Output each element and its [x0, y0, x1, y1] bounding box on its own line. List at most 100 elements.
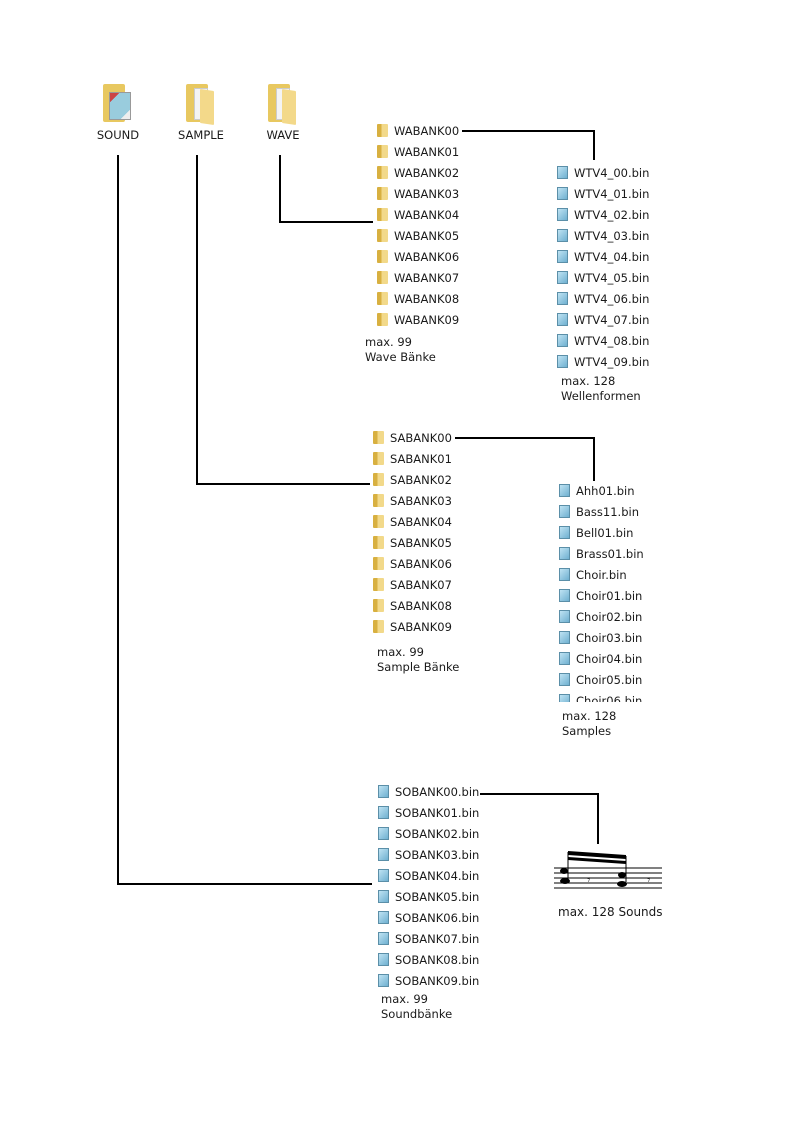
file-icon	[557, 250, 568, 263]
folder-icon	[373, 536, 384, 549]
item-label: SABANK08	[390, 599, 452, 613]
sound-bank-file[interactable]: SOBANK05.bin	[378, 888, 479, 906]
sample-bank-folder[interactable]: SABANK02	[373, 471, 452, 489]
wave-file[interactable]: WTV4_07.bin	[557, 311, 649, 329]
sample-file[interactable]: Choir06.bin	[559, 692, 642, 702]
sample-file[interactable]: Bell01.bin	[559, 524, 633, 542]
item-label: SOBANK08.bin	[395, 953, 480, 967]
sound-bank-file[interactable]: SOBANK00.bin	[378, 783, 479, 801]
wave-bank-folder[interactable]: WABANK01	[377, 143, 459, 161]
sound-bank-file[interactable]: SOBANK09.bin	[378, 972, 479, 990]
file-icon	[557, 208, 568, 221]
folder-icon	[377, 166, 388, 179]
sound-bank-file[interactable]: SOBANK08.bin	[378, 951, 479, 969]
wave-file[interactable]: WTV4_02.bin	[557, 206, 649, 224]
connector-line	[597, 793, 599, 844]
wave-file[interactable]: WTV4_05.bin	[557, 269, 649, 287]
wave-bank-folder[interactable]: WABANK05	[377, 227, 459, 245]
item-label: SOBANK02.bin	[395, 827, 480, 841]
wave-bank-folder[interactable]: WABANK04	[377, 206, 459, 224]
wave-file[interactable]: WTV4_03.bin	[557, 227, 649, 245]
sample-file[interactable]: Bass11.bin	[559, 503, 639, 521]
sample-file[interactable]: Brass01.bin	[559, 545, 644, 563]
connector-line	[117, 155, 119, 885]
sample-file[interactable]: Choir03.bin	[559, 629, 642, 647]
file-icon	[378, 827, 389, 840]
sample-bank-folder[interactable]: SABANK07	[373, 576, 452, 594]
sample-bank-folder[interactable]: SABANK08	[373, 597, 452, 615]
folder-icon	[377, 313, 388, 326]
wave-file[interactable]: WTV4_00.bin	[557, 164, 649, 182]
file-icon	[557, 334, 568, 347]
item-label: SABANK06	[390, 557, 452, 571]
wave-file[interactable]: WTV4_01.bin	[557, 185, 649, 203]
folder-icon	[377, 292, 388, 305]
wave-file[interactable]: WTV4_06.bin	[557, 290, 649, 308]
note-line: Sample Bänke	[377, 660, 460, 674]
item-label: Choir.bin	[576, 568, 627, 582]
file-icon	[559, 652, 570, 665]
wave-bank-folder[interactable]: WABANK02	[377, 164, 459, 182]
sound-bank-file[interactable]: SOBANK04.bin	[378, 867, 479, 885]
sample-file[interactable]: Choir.bin	[559, 566, 627, 584]
item-label: WABANK08	[394, 292, 460, 306]
item-label: WTV4_09.bin	[574, 355, 650, 369]
item-label: SOBANK05.bin	[395, 890, 480, 904]
note-line: Wellenformen	[561, 389, 641, 403]
item-label: Choir04.bin	[576, 652, 643, 666]
note-line: Samples	[562, 724, 612, 738]
sample-file[interactable]: Choir02.bin	[559, 608, 642, 626]
file-icon	[378, 848, 389, 861]
item-label: SOBANK01.bin	[395, 806, 480, 820]
wave-bank-folder[interactable]: WABANK03	[377, 185, 459, 203]
item-label: Choir05.bin	[576, 673, 643, 687]
sample-file[interactable]: Choir01.bin	[559, 587, 642, 605]
sample-bank-folder[interactable]: SABANK04	[373, 513, 452, 531]
sample-bank-folder[interactable]: SABANK06	[373, 555, 452, 573]
item-label: SABANK01	[390, 452, 452, 466]
wave-bank-folder[interactable]: WABANK00	[377, 122, 459, 140]
item-label: WABANK04	[394, 208, 460, 222]
folder-sound[interactable]: SOUND	[88, 84, 148, 142]
note-line: max. 128	[561, 374, 616, 388]
sample-file[interactable]: Choir04.bin	[559, 650, 642, 668]
file-icon	[557, 187, 568, 200]
connector-line	[196, 483, 370, 485]
sample-file[interactable]: Ahh01.bin	[559, 482, 635, 500]
file-icon	[559, 505, 570, 518]
sample-bank-folder[interactable]: SABANK09	[373, 618, 452, 636]
sound-bank-file[interactable]: SOBANK03.bin	[378, 846, 479, 864]
item-label: WABANK00	[394, 124, 460, 138]
sample-bank-folder[interactable]: SABANK00	[373, 429, 452, 447]
wave-file[interactable]: WTV4_04.bin	[557, 248, 649, 266]
wave-bank-folder[interactable]: WABANK07	[377, 269, 459, 287]
sound-bank-file[interactable]: SOBANK02.bin	[378, 825, 479, 843]
sample-file[interactable]: Choir05.bin	[559, 671, 642, 689]
note-line: max. 99	[365, 335, 412, 349]
folder-wave[interactable]: WAVE	[253, 84, 313, 142]
folder-sample[interactable]: SAMPLE	[171, 84, 231, 142]
wave-bank-folder[interactable]: WABANK08	[377, 290, 459, 308]
sample-bank-folder[interactable]: SABANK05	[373, 534, 452, 552]
sample-bank-folder[interactable]: SABANK01	[373, 450, 452, 468]
note-line: max. 99	[381, 992, 428, 1006]
item-label: WABANK05	[394, 229, 460, 243]
sound-bank-file[interactable]: SOBANK06.bin	[378, 909, 479, 927]
sample-bank-folder[interactable]: SABANK03	[373, 492, 452, 510]
folder-icon	[373, 599, 384, 612]
wave-file[interactable]: WTV4_08.bin	[557, 332, 649, 350]
folder-icon	[373, 578, 384, 591]
sound-bank-file[interactable]: SOBANK07.bin	[378, 930, 479, 948]
folder-label: SAMPLE	[178, 128, 224, 142]
folder-icon	[373, 620, 384, 633]
wave-file[interactable]: WTV4_09.bin	[557, 353, 649, 371]
item-label: WTV4_08.bin	[574, 334, 650, 348]
folder-label: SOUND	[96, 128, 140, 142]
sound-bank-file[interactable]: SOBANK01.bin	[378, 804, 479, 822]
wave-bank-folder[interactable]: WABANK06	[377, 248, 459, 266]
connector-line	[279, 221, 373, 223]
wave-bank-folder[interactable]: WABANK09	[377, 311, 459, 329]
